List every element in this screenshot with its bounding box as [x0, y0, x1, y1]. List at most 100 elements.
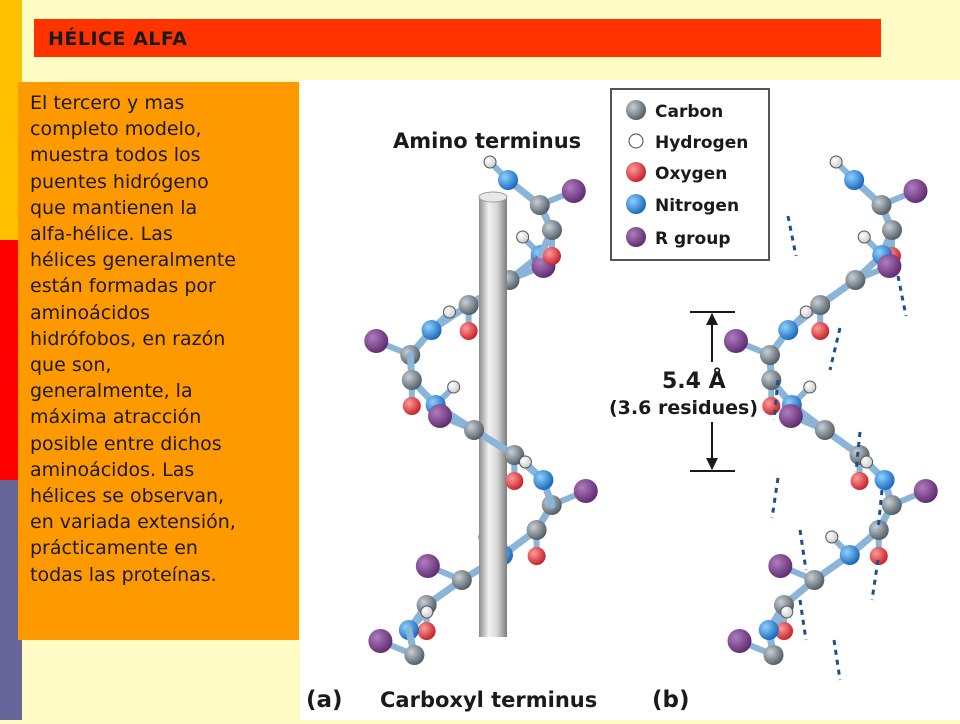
oxygen-atom [542, 247, 561, 265]
carbon-atom [464, 420, 485, 440]
body-line: están formadas por [30, 275, 216, 298]
carboxyl-terminus-label: Carboxyl terminus [380, 688, 597, 712]
hydrogen-bond [854, 431, 862, 473]
carbon-atom [759, 345, 780, 365]
carbon-atom [881, 220, 902, 240]
left-color-bar [0, 0, 22, 720]
hydrogen-bond [798, 529, 808, 571]
hydrogen-atom [447, 380, 461, 394]
nitrogen-atom [839, 545, 860, 565]
hydrogen-bond [828, 327, 842, 371]
hydrogen-atom [803, 380, 817, 394]
oxygen-atom [505, 472, 524, 490]
helix-axis-rod [478, 191, 508, 637]
hydrogen-bond [832, 639, 842, 681]
hydrogen-bond [786, 215, 798, 257]
carbon-atom [804, 570, 825, 590]
oxygen-atom [762, 397, 781, 415]
legend-rgroup-label: R group [655, 229, 731, 249]
panel-a-label: (a) [306, 687, 343, 713]
atom-legend: Carbon Hydrogen Oxygen Nitrogen R group [610, 88, 770, 261]
legend-nitrogen-label: Nitrogen [655, 196, 739, 216]
hydrogen-bond [876, 489, 884, 531]
hydrogen-atom [518, 455, 532, 469]
carbon-atom [451, 570, 472, 590]
body-line: que mantienen la [30, 196, 198, 219]
legend-rgroup-icon [626, 227, 646, 247]
nitrogen-atom [874, 470, 895, 490]
r-group-atom [573, 479, 598, 503]
oxygen-atom [869, 547, 888, 565]
legend-oxygen-label: Oxygen [655, 164, 727, 184]
body-line: máxima atracción [30, 406, 202, 429]
body-line: puentes hidrógeno [30, 170, 209, 193]
body-line: hélices generalmente [30, 249, 236, 272]
pitch-value: 5.4 Å [662, 368, 726, 394]
legend-oxygen-icon [626, 162, 646, 182]
oxygen-atom [459, 322, 478, 340]
body-line: todas las proteínas. [30, 563, 217, 586]
helix-a-back-atoms [364, 230, 598, 640]
body-line: aminoácidos. Las [30, 458, 195, 481]
hydrogen-atom [799, 305, 813, 319]
oxygen-atom [527, 547, 546, 565]
hydrogen-atom [420, 605, 434, 619]
left-bar-yellow [0, 0, 22, 240]
body-line: prácticamente en [30, 537, 198, 560]
r-group-atom [561, 179, 586, 203]
pitch-residues: (3.6 residues) [609, 397, 758, 419]
carbon-atom [404, 645, 425, 665]
hydrogen-atom [780, 605, 794, 619]
nitrogen-atom [498, 170, 519, 190]
r-group-atom [428, 404, 453, 428]
helix-a-front-atoms [368, 155, 586, 665]
oxygen-atom [417, 622, 436, 640]
description-text-box: El tercero y mas completo modelo, muestr… [18, 82, 299, 640]
r-group-atom [903, 179, 928, 203]
nitrogen-atom [421, 320, 442, 340]
carbon-atom [761, 370, 782, 390]
body-line: muestra todos los [30, 144, 201, 167]
hydrogen-bond-dashes [770, 215, 908, 681]
r-group-atom [364, 329, 389, 353]
r-group-atom [877, 254, 902, 278]
pitch-arrowhead-up [706, 313, 718, 325]
slide-title: HÉLICE ALFA [34, 19, 881, 57]
r-group-atom [727, 629, 752, 653]
r-group-atom [768, 554, 793, 578]
oxygen-atom [775, 622, 794, 640]
carbon-atom [401, 370, 422, 390]
pitch-measurement: 5.4 Å (3.6 residues) [609, 311, 758, 472]
body-line: en variada extensión, [30, 511, 236, 534]
helix-rod [479, 197, 507, 637]
legend-hydrogen-icon [628, 133, 644, 149]
nitrogen-atom [778, 320, 799, 340]
legend-carbon-icon [626, 100, 646, 120]
amino-terminus-label: Amino terminus [393, 129, 581, 153]
r-group-atom [368, 629, 393, 653]
hydrogen-bond [870, 559, 880, 601]
legend-nitrogen-icon [626, 194, 646, 214]
alpha-helix-figure: Amino terminus Carbon Hydrogen Oxygen Ni… [306, 88, 938, 713]
body-line: hélices se observan, [30, 485, 225, 508]
carbon-atom [763, 645, 784, 665]
legend-carbon-label: Carbon [655, 102, 723, 122]
nitrogen-atom [758, 620, 779, 640]
helix-rod-top [478, 191, 508, 203]
body-line: aminoácidos [30, 301, 151, 324]
hydrogen-atom [829, 155, 843, 169]
hydrogen-atom [516, 230, 530, 244]
left-bar-blue [0, 480, 22, 720]
oxygen-atom [850, 472, 869, 490]
nitrogen-atom [844, 170, 865, 190]
carbon-atom [814, 420, 835, 440]
carbon-atom [871, 195, 892, 215]
body-line: que son, [30, 354, 112, 377]
r-group-atom [723, 329, 748, 353]
r-group-atom [913, 479, 938, 503]
body-line: hidrófobos, en razón [30, 327, 226, 350]
r-group-atom [778, 404, 803, 428]
hydrogen-atom [857, 230, 871, 244]
carbon-atom [458, 295, 479, 315]
left-bar-red [0, 240, 22, 480]
